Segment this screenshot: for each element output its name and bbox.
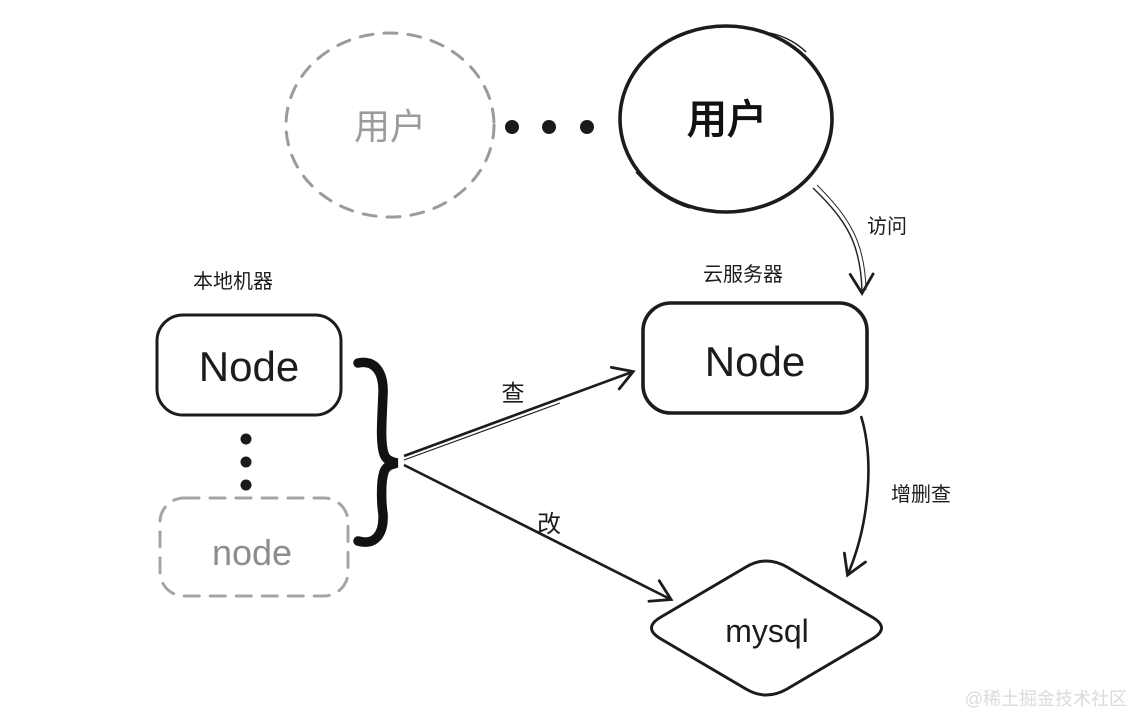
users-ellipsis-dots bbox=[505, 120, 594, 134]
main-user-circle bbox=[618, 24, 834, 214]
cloud-server-caption: 云服务器 bbox=[703, 263, 783, 286]
mysql-label: mysql bbox=[725, 613, 809, 649]
local-nodes-ellipsis-dots bbox=[240, 433, 252, 491]
local-node-box bbox=[155, 313, 343, 417]
cloud-node-box bbox=[641, 301, 869, 415]
query-arrow-label: 查 bbox=[502, 380, 525, 406]
mysql-diamond bbox=[650, 559, 883, 697]
ghost-user-label: 用户 bbox=[354, 106, 426, 147]
cloud-node-label: Node bbox=[705, 338, 805, 385]
main-user-label: 用户 bbox=[687, 98, 767, 142]
ghost-user-circle bbox=[284, 31, 496, 219]
ghost-node-box bbox=[158, 496, 350, 598]
query-arrow bbox=[403, 366, 636, 461]
crud-arrow-label: 增删查 bbox=[891, 483, 951, 506]
visit-arrow-label: 访问 bbox=[867, 215, 907, 238]
modify-arrow bbox=[403, 463, 674, 603]
local-node-label: Node bbox=[199, 343, 299, 390]
visit-arrow bbox=[812, 184, 875, 296]
crud-arrow bbox=[842, 415, 870, 578]
ghost-node-label: node bbox=[212, 532, 292, 573]
watermark: @稀土掘金技术社区 bbox=[965, 689, 1127, 709]
local-machine-caption: 本地机器 bbox=[193, 270, 273, 293]
modify-arrow-label: 改 bbox=[537, 511, 561, 538]
group-brace bbox=[353, 357, 399, 547]
